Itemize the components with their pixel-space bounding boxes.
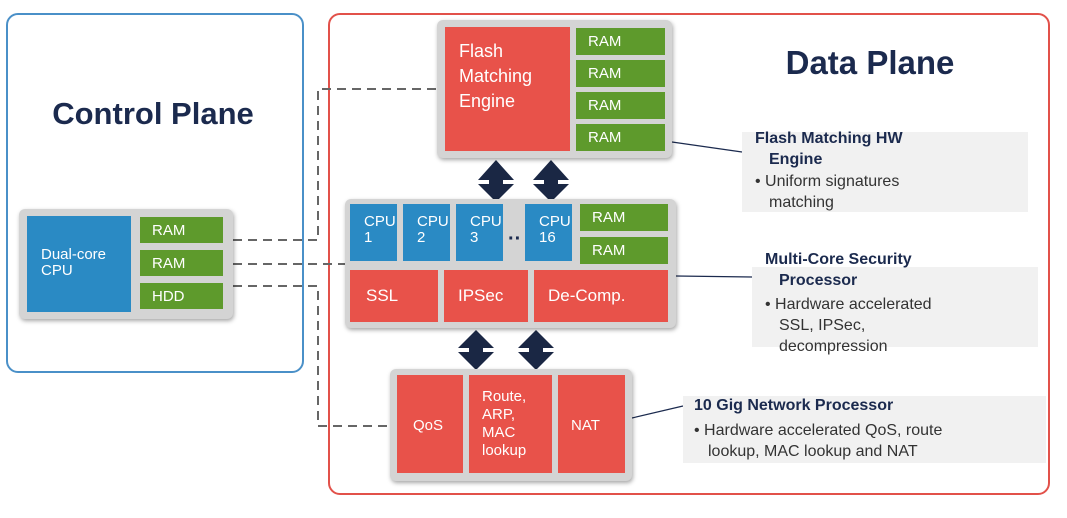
callout-bullet-cont: SSL, IPSec, bbox=[779, 317, 866, 334]
cpu-number: 3 bbox=[470, 229, 479, 246]
cpu-core: CPU 2 bbox=[403, 204, 450, 261]
double-arrow-icon bbox=[518, 330, 554, 370]
flash-matching-engine-chip: Flash Matching Engine RAM RAM RAM RAM bbox=[437, 20, 672, 158]
callout-bullet: • Hardware accelerated QoS, route bbox=[694, 422, 943, 439]
ssl-engine: SSL bbox=[350, 270, 438, 322]
hdd-block: HDD bbox=[140, 283, 223, 309]
callout-title: Processor bbox=[779, 272, 858, 289]
callout-title: 10 Gig Network Processor bbox=[694, 397, 894, 414]
security-processor-chip: CPU 1 CPU 2 CPU 3 ·· CPU 16 RAM RAM SSL … bbox=[345, 199, 676, 328]
ram-block: RAM bbox=[140, 250, 223, 276]
cpu-number: 2 bbox=[417, 229, 426, 246]
cpu-number: 1 bbox=[364, 229, 373, 246]
cpu-core: CPU 3 bbox=[456, 204, 503, 261]
callout-title: Engine bbox=[769, 151, 823, 168]
cpu-number: 16 bbox=[539, 229, 556, 246]
callout-flash-matching bbox=[742, 132, 1028, 212]
callout-network bbox=[683, 396, 1046, 463]
ram-block: RAM bbox=[576, 92, 665, 119]
cpu-label: CPU bbox=[417, 213, 449, 230]
route-arp-mac-engine: Route, ARP, MAC lookup bbox=[469, 375, 552, 473]
callout-network-text: 10 Gig Network Processor • Hardware acce… bbox=[694, 395, 942, 462]
control-plane-title: Control Plane bbox=[52, 96, 254, 131]
ram-block: RAM bbox=[580, 204, 668, 231]
callout-bullet: • Hardware accelerated bbox=[765, 296, 932, 313]
ram-block: RAM bbox=[576, 28, 665, 55]
callout-bullet: • Uniform signatures bbox=[755, 173, 900, 190]
callout-multicore-text: Multi-Core Security Processor • Hardware… bbox=[765, 249, 932, 357]
qos-engine: QoS bbox=[397, 375, 463, 473]
callout-bullet-cont: matching bbox=[769, 194, 834, 211]
decompression-engine: De-Comp. bbox=[534, 270, 668, 322]
callout-multicore bbox=[752, 267, 1038, 347]
callout-bullet-cont: decompression bbox=[779, 338, 888, 355]
dual-core-cpu: Dual-core CPU bbox=[27, 216, 131, 312]
network-processor-chip: QoS Route, ARP, MAC lookup NAT bbox=[390, 369, 632, 481]
double-arrow-icon bbox=[458, 330, 494, 370]
ram-block: RAM bbox=[580, 237, 668, 264]
ram-block: RAM bbox=[576, 60, 665, 87]
ipsec-engine: IPSec bbox=[444, 270, 528, 322]
ram-block: RAM bbox=[576, 124, 665, 151]
data-plane-title: Data Plane bbox=[785, 44, 955, 81]
cpu-core: CPU 1 bbox=[350, 204, 397, 261]
flash-matching-engine: Flash Matching Engine bbox=[445, 27, 570, 151]
double-arrow-icon bbox=[533, 160, 569, 202]
callout-title: Flash Matching HW bbox=[755, 130, 903, 147]
cpu-label: CPU bbox=[364, 213, 396, 230]
callout-title: Multi-Core Security bbox=[765, 251, 912, 268]
control-plane-chip: Dual-core CPU RAM RAM HDD bbox=[19, 209, 233, 319]
callout-line-network bbox=[631, 405, 684, 419]
callout-line-flash bbox=[671, 141, 743, 153]
callout-line-multicore bbox=[675, 275, 753, 278]
ram-block: RAM bbox=[140, 217, 223, 243]
cpu-label: CPU bbox=[470, 213, 502, 230]
cpu-ellipsis: ·· bbox=[508, 228, 522, 250]
double-arrow-icon bbox=[478, 160, 514, 202]
callout-flash-text: Flash Matching HW Engine • Uniform signa… bbox=[755, 128, 903, 213]
dashed-link-hdd-network bbox=[233, 285, 390, 427]
nat-engine: NAT bbox=[558, 375, 625, 473]
cpu-label: CPU bbox=[539, 213, 571, 230]
callout-bullet-cont: lookup, MAC lookup and NAT bbox=[708, 443, 918, 460]
cpu-core: CPU 16 bbox=[525, 204, 572, 261]
